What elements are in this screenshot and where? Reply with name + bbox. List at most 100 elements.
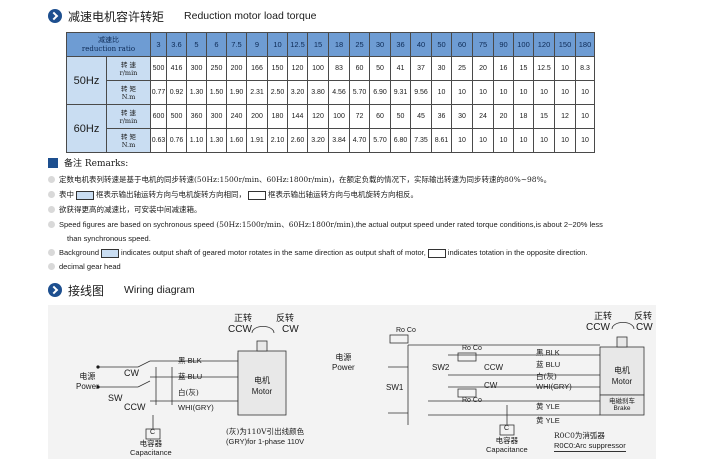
- speed-cell: 12: [554, 104, 576, 129]
- torque-cell: 1.30: [186, 80, 207, 105]
- left-cap-cn: 电容器: [139, 439, 163, 448]
- speed-unit: r/min: [119, 116, 138, 125]
- right-brake-en: Brake: [613, 405, 631, 412]
- terminal-dot: [96, 365, 100, 369]
- torque-cell: 5.70: [349, 80, 370, 105]
- right-suppressor-top: [389, 334, 409, 344]
- section-title-wiring: 接线图 Wiring diagram: [48, 282, 195, 298]
- torque-cell: 10: [472, 80, 494, 105]
- opposite-direction-box: [427, 248, 446, 258]
- section-title-torque: 减速电机容许转矩 Reduction motor load torque: [48, 8, 317, 24]
- remark-text: decimal gear head: [59, 262, 121, 271]
- speed-cell: 144: [287, 104, 308, 129]
- speed-cell: 20: [493, 104, 514, 129]
- right-cw-label: CW: [484, 381, 498, 390]
- right-wht-en-label: WHI(GRY): [536, 382, 572, 391]
- wiring-diagram-svg: [96, 322, 645, 440]
- speed-cell: 200: [246, 104, 268, 129]
- left-cap-en: Capacitance: [130, 448, 172, 457]
- speed-cell: 24: [472, 104, 494, 129]
- remark-text: 定数电机表列转速是基于电机的同步转速(50Hz:1500r/min、60Hz:1…: [59, 175, 552, 184]
- opposite-direction-box: [248, 190, 266, 200]
- right-motor-en: Motor: [611, 377, 633, 386]
- torque-cell: 2.10: [267, 128, 288, 153]
- torque-cell: 10: [431, 80, 452, 105]
- right-brake-body: [599, 394, 645, 416]
- left-blu-label: 蓝 BLU: [178, 372, 203, 381]
- speed-cell: 166: [246, 56, 268, 81]
- speed-cell: 37: [410, 56, 432, 81]
- right-note: R0C0为消弧器 R0C0:Arc suppressor: [554, 431, 626, 452]
- right-yle1-label: 黄 YLE: [536, 402, 560, 411]
- speed-cell: 50: [390, 104, 411, 129]
- remark-text: Speed figures are based on sychronous sp…: [59, 219, 603, 231]
- right-sw2-label: SW2: [432, 363, 450, 372]
- right-forward-label: 正转: [594, 312, 613, 322]
- left-blk-label: 黑 BLK: [178, 356, 202, 365]
- left-cw-top-label: CW: [282, 324, 299, 335]
- bullet-dot-icon: [48, 249, 55, 256]
- torque-cell: 1.91: [246, 128, 268, 153]
- remark-fragment: Speed figures are based on sychronous sp…: [59, 220, 215, 229]
- speed-cell: 41: [390, 56, 411, 81]
- right-wires: [448, 354, 600, 388]
- ratio-cell: 50: [431, 32, 452, 57]
- speed-cell: 300: [186, 56, 207, 81]
- speed-cell: 200: [226, 56, 247, 81]
- torque-cell: 5.70: [369, 128, 391, 153]
- left-sw-label: SW: [108, 393, 123, 403]
- right-wht-cn-label: 白(灰): [536, 372, 557, 381]
- terminal-dot: [96, 385, 100, 389]
- ratio-cell: 60: [451, 32, 473, 57]
- torque-cell: 10: [451, 128, 473, 153]
- right-power-label: 电源 Power: [332, 353, 355, 373]
- right-blu-label: 蓝 BLU: [536, 360, 561, 369]
- right-motor-shaft: [616, 336, 628, 348]
- left-rotation-arrow: [251, 326, 275, 334]
- torque-cell: 4.56: [328, 80, 350, 105]
- torque-cell: 6.80: [390, 128, 411, 153]
- ratio-cell: 12.5: [287, 32, 308, 57]
- right-brake-label: 电磁刹车 Brake: [602, 397, 642, 413]
- ratio-cell: 100: [513, 32, 534, 57]
- section-title-cn: 减速电机容许转矩: [68, 9, 165, 24]
- remark-text: 欲获得更高的减速比，可安装中间减速箱。: [59, 205, 202, 214]
- remark-fragment: indicates totation in the opposite direc…: [447, 248, 588, 257]
- right-cap-cn: 电容器: [495, 436, 519, 445]
- speed-cell: 416: [166, 56, 187, 81]
- ratio-cell: 3.6: [166, 32, 187, 57]
- right-capacitance-label: 电容器 Capacitance: [486, 436, 528, 454]
- ratio-cell: 150: [554, 32, 576, 57]
- remark-fragment: ,the actual output speed under rated tor…: [353, 220, 603, 229]
- ratio-header-cn: 减速比: [98, 35, 119, 44]
- torque-cell: 1.10: [186, 128, 207, 153]
- ratio-cell: 6: [206, 32, 227, 57]
- left-ccw-label: CCW: [124, 402, 146, 412]
- remark-line: 表中框表示输出轴运转方向与电机旋转方向相同，框表示输出轴运转方向与电机旋转方向相…: [48, 189, 418, 201]
- section-title-en: Wiring diagram: [124, 284, 195, 296]
- torque-label-cn: 转 矩: [120, 84, 137, 93]
- torque-cell: 10: [513, 80, 534, 105]
- section-title-cn: 接线图: [68, 283, 105, 298]
- section-title-en: Reduction motor load torque: [184, 10, 317, 22]
- left-ccw-top-label: CCW: [228, 324, 252, 335]
- left-cw-label: CW: [124, 368, 139, 378]
- left-power-cn: 电源: [79, 372, 96, 381]
- remark-line: than synchronous speed.: [67, 233, 151, 245]
- ratio-cell: 36: [390, 32, 411, 57]
- torque-cell: 0.63: [150, 128, 167, 153]
- speed-cell: 8.3: [575, 56, 595, 81]
- left-switch: [137, 360, 151, 388]
- speed-unit: r/min: [119, 68, 138, 77]
- speed-cell: 15: [533, 104, 555, 129]
- right-reverse-label: 反转: [634, 312, 653, 322]
- frequency-label: 50Hz: [66, 56, 107, 105]
- torque-cell: 10: [513, 128, 534, 153]
- ratio-cell: 5: [186, 32, 207, 57]
- speed-cell: 100: [328, 104, 350, 129]
- speed-cell: 240: [226, 104, 247, 129]
- ratio-cell: 90: [493, 32, 514, 57]
